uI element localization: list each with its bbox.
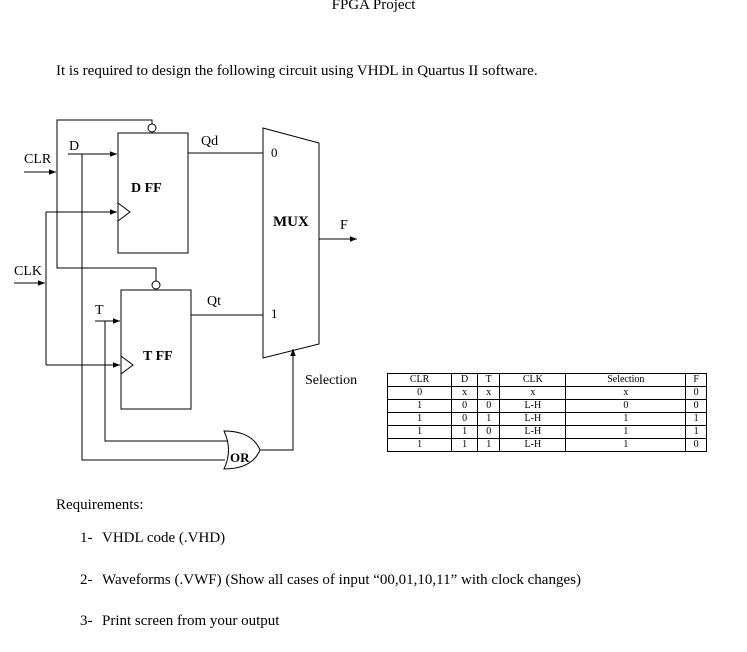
table-cell: x <box>499 386 567 400</box>
truth-table-header-row: CLR D T CLK Selection F <box>386 373 707 387</box>
requirement-number: 1- <box>80 530 93 546</box>
table-cell: x <box>565 386 687 400</box>
requirements-title: Requirements: <box>56 497 144 513</box>
f-label: F <box>340 218 348 233</box>
table-cell: L-H <box>499 425 567 439</box>
table-cell: 1 <box>565 425 687 439</box>
header-t: T <box>477 373 501 387</box>
table-cell: 1 <box>565 438 687 452</box>
requirement-number: 3- <box>80 613 93 629</box>
mux-label: MUX <box>273 214 309 230</box>
t-label: T <box>95 303 104 318</box>
header-d: D <box>451 373 479 387</box>
page-title: FPGA Project <box>331 0 416 13</box>
dff-clr-bubble <box>147 123 157 133</box>
qt-label: Qt <box>207 294 221 309</box>
dff-block <box>117 132 189 254</box>
header-f: F <box>685 373 707 387</box>
tff-clock-triangle <box>120 355 134 375</box>
table-cell: 1 <box>685 412 707 426</box>
table-cell: 1 <box>477 412 501 426</box>
requirement-item: 1- VHDL code (.VHD) <box>80 530 225 547</box>
requirement-item: 3- Print screen from your output <box>80 613 279 630</box>
table-cell: 0 <box>451 412 479 426</box>
table-row: 1 0 1 L-H 1 1 <box>386 412 707 426</box>
table-cell: 1 <box>451 425 479 439</box>
table-cell: 1 <box>386 412 453 426</box>
mux-input-1-label: 1 <box>271 306 278 321</box>
table-cell: 0 <box>685 438 707 452</box>
requirement-item: 2- Waveforms (.VWF) (Show all cases of in… <box>80 572 581 589</box>
table-cell: 1 <box>386 425 453 439</box>
table-cell: 1 <box>386 438 453 452</box>
table-cell: x <box>451 386 479 400</box>
qd-label: Qd <box>201 134 218 149</box>
clk-label: CLK <box>14 264 42 279</box>
requirement-text: Waveforms (.VWF) (Show all cases of inpu… <box>102 572 581 588</box>
table-cell: 1 <box>685 425 707 439</box>
requirement-text: VHDL code (.VHD) <box>102 530 226 546</box>
selection-label: Selection <box>305 373 357 388</box>
table-cell: 0 <box>565 399 687 413</box>
dff-clock-triangle <box>117 202 131 222</box>
table-cell: L-H <box>499 412 567 426</box>
requirement-text: Print screen from your output <box>102 613 280 629</box>
table-cell: 1 <box>386 399 453 413</box>
header-selection: Selection <box>565 373 687 387</box>
d-label: D <box>69 139 79 154</box>
table-cell: 1 <box>565 412 687 426</box>
table-cell: 0 <box>685 399 707 413</box>
mux-input-0-label: 0 <box>271 145 278 160</box>
header-clr: CLR <box>386 373 453 387</box>
requirement-number: 2- <box>80 572 93 588</box>
table-row: 0 x x x x 0 <box>386 386 707 400</box>
tff-block <box>120 289 192 410</box>
mux-block <box>262 127 320 359</box>
table-cell: 1 <box>477 438 501 452</box>
dff-label: D FF <box>131 181 162 196</box>
clr-label: CLR <box>24 152 52 167</box>
or-label: OR <box>230 450 250 465</box>
table-row: 1 1 0 L-H 1 1 <box>386 425 707 439</box>
table-cell: 0 <box>477 425 501 439</box>
tff-label: T FF <box>143 349 173 364</box>
table-row: 1 1 1 L-H 1 0 <box>386 438 707 452</box>
intro-text: It is required to design the following c… <box>56 63 538 79</box>
table-row: 1 0 0 L-H 0 0 <box>386 399 707 413</box>
table-cell: L-H <box>499 399 567 413</box>
table-cell: 0 <box>451 399 479 413</box>
table-cell: 1 <box>451 438 479 452</box>
header-clk: CLK <box>499 373 567 387</box>
or-gate <box>223 430 261 470</box>
table-cell: 0 <box>386 386 453 400</box>
table-cell: 0 <box>477 399 501 413</box>
tff-clr-bubble <box>151 280 161 290</box>
table-cell: x <box>477 386 501 400</box>
table-cell: L-H <box>499 438 567 452</box>
table-cell: 0 <box>685 386 707 400</box>
truth-table: CLR D T CLK Selection F 0 x x x x 0 1 0 … <box>386 373 707 452</box>
